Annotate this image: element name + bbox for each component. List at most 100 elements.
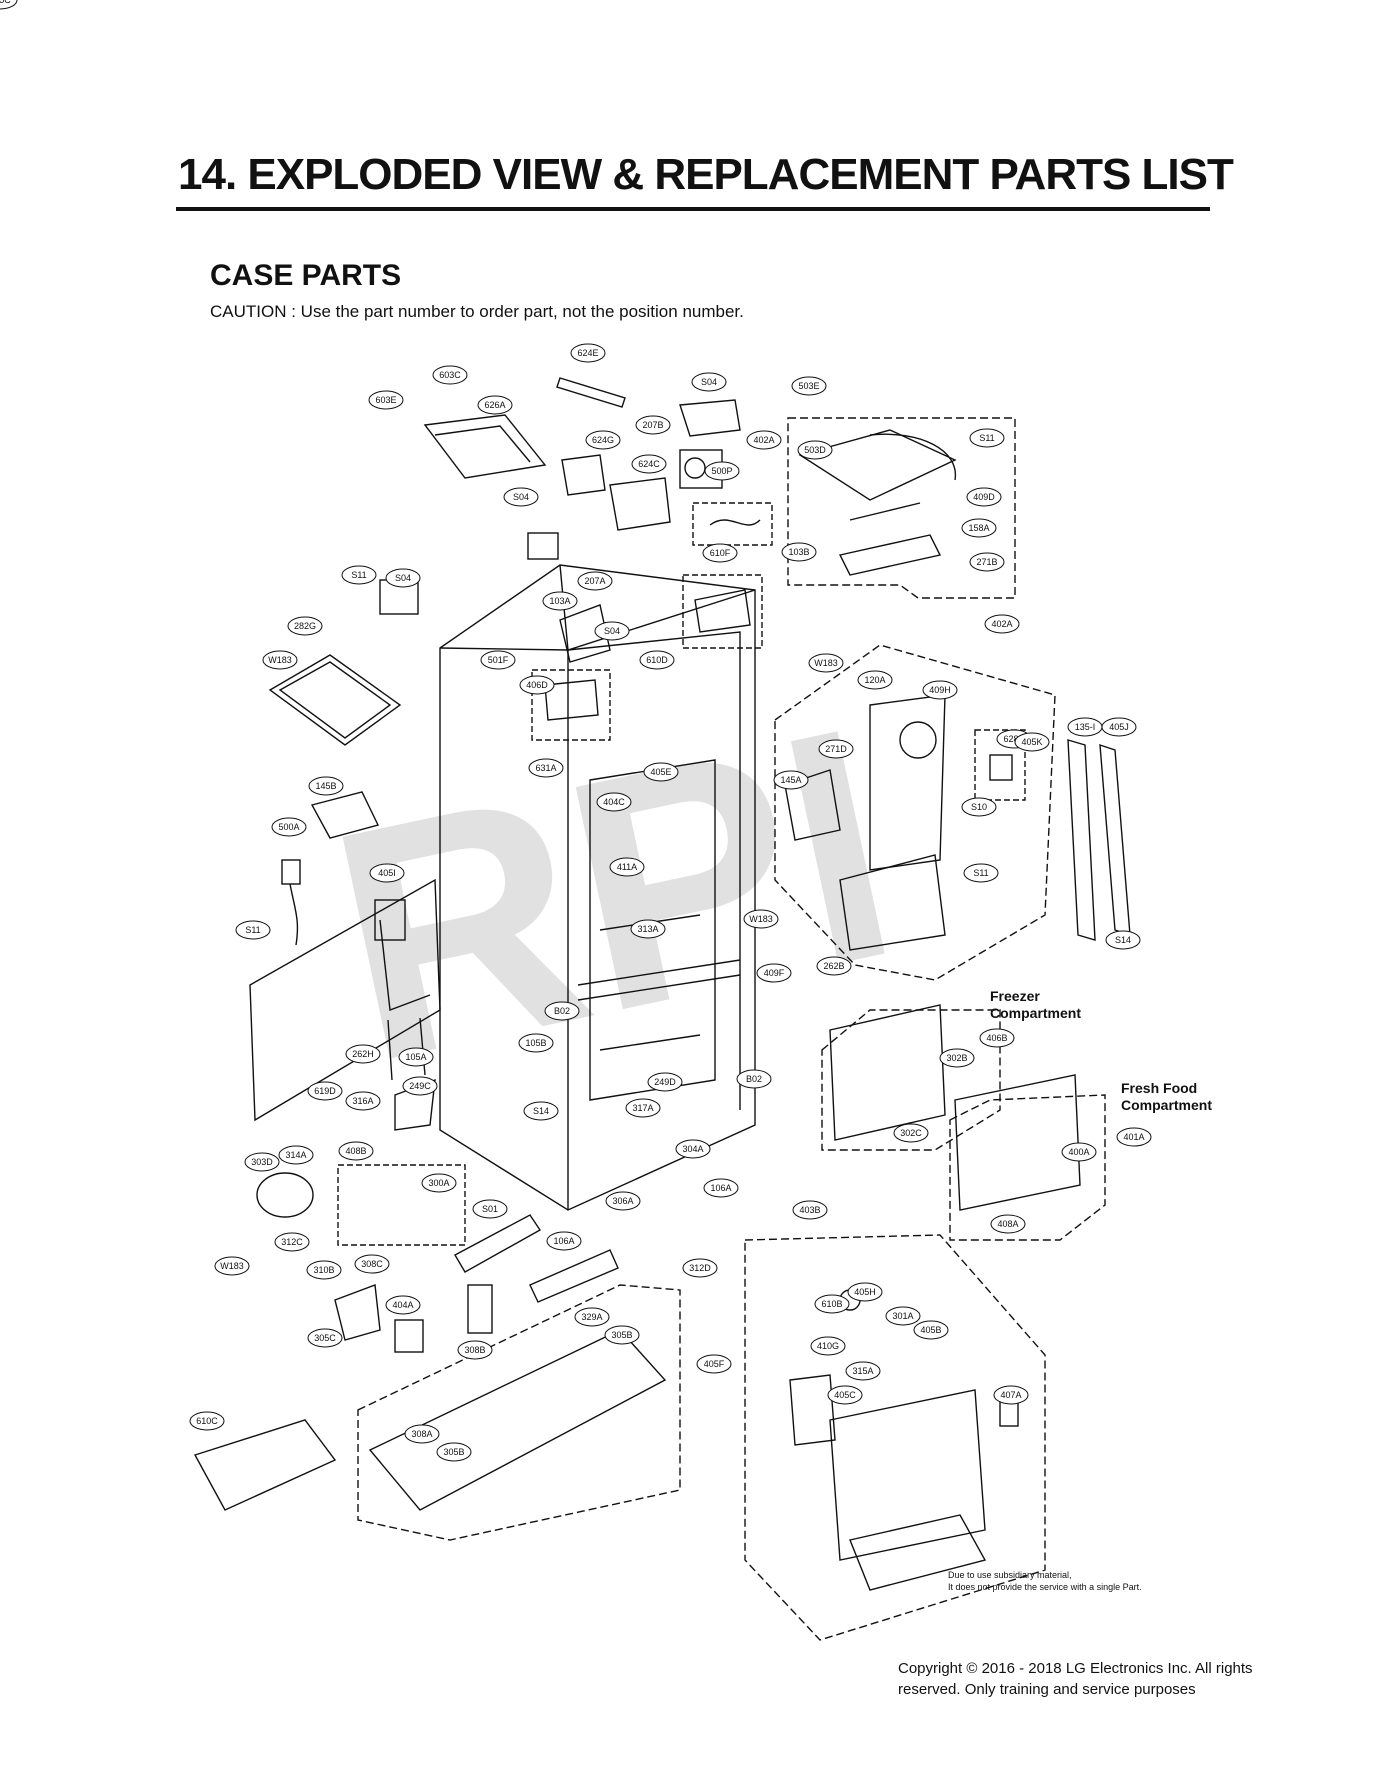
callout-text: 305B: [443, 1447, 464, 1457]
callout-bubble: [345, 1044, 381, 1064]
callout-103a: 103A: [542, 591, 578, 611]
callout-text: 405I: [378, 868, 396, 878]
callout-404a: 404A: [385, 1295, 421, 1315]
callout-text: 404A: [392, 1300, 413, 1310]
callout-610c: 610C: [189, 1411, 225, 1431]
callout-bubble: [984, 614, 1020, 634]
callout-404c: 404C: [596, 792, 632, 812]
callout-bubble: [961, 797, 997, 817]
callout-bubble: [814, 1294, 850, 1314]
callout-bubble: [404, 1424, 440, 1444]
callout-text: W183: [268, 655, 292, 665]
callout-text: 408B: [345, 1146, 366, 1156]
callout-329a: 329A: [574, 1307, 610, 1327]
callout-text: 145B: [315, 781, 336, 791]
callout-text: S04: [604, 626, 620, 636]
callout-text: 271D: [825, 744, 847, 754]
callout-bubble: [436, 1442, 472, 1462]
callout-text: 405F: [704, 1359, 725, 1369]
callout-bubble: [696, 1354, 732, 1374]
callout-text: S04: [513, 492, 529, 502]
callout-b02: B02: [736, 1069, 772, 1089]
callout-text: 409D: [973, 492, 995, 502]
callout-bubble: [604, 1325, 640, 1345]
diagram-artwork: [193, 377, 1131, 1641]
callout-text: 626A: [484, 400, 505, 410]
callout-text: 313A: [637, 924, 658, 934]
callout-text: 628A: [1003, 734, 1024, 744]
callout-619d: 619D: [307, 1081, 343, 1101]
callout-105a: 105A: [398, 1047, 434, 1067]
callout-406d: 406D: [519, 675, 555, 695]
callout-text: 305C: [0, 0, 11, 5]
callout-bubble: [703, 1178, 739, 1198]
callout-282g: 282G: [287, 616, 323, 636]
callout-314a: 314A: [278, 1145, 314, 1165]
callout-text: 120A: [864, 675, 885, 685]
callout-text: S11: [979, 433, 994, 443]
callout-406b: 406B: [979, 1028, 1015, 1048]
callout-s04: S04: [691, 372, 727, 392]
callout-bubble: [596, 792, 632, 812]
callout-text: 603C: [439, 370, 461, 380]
callout-408b: 408B: [338, 1141, 374, 1161]
callout-text: 409H: [929, 685, 951, 695]
callout-bubble: [0, 0, 18, 10]
callout-text: S11: [973, 868, 988, 878]
callout-text: 282G: [294, 621, 316, 631]
callout-bubble: [306, 1260, 342, 1280]
callout-text: 405E: [650, 767, 671, 777]
callout-text: S01: [482, 1204, 498, 1214]
callout-bubble: [1061, 1142, 1097, 1162]
callout-bubble: [893, 1123, 929, 1143]
callout-bubble: [544, 1001, 580, 1021]
callout-301a: 301A: [885, 1306, 921, 1326]
callout-bubble: [993, 1385, 1029, 1405]
callout-249d: 249D: [647, 1072, 683, 1092]
callout-text: 610B: [821, 1299, 842, 1309]
callout-bubble: [432, 365, 468, 385]
callout-text: 619D: [314, 1086, 336, 1096]
callout-text: 310B: [313, 1265, 334, 1275]
callout-bubble: [385, 1295, 421, 1315]
callout-501f: 501F: [480, 650, 516, 670]
callout-bubble: [939, 1048, 975, 1068]
callout-bubble: [792, 1200, 828, 1220]
callout-text: 312D: [689, 1263, 711, 1273]
callout-text: S10: [971, 802, 987, 812]
callout-405f: 405F: [696, 1354, 732, 1374]
callout-405k: 405K: [1014, 732, 1050, 752]
callout-bubble: [235, 920, 271, 940]
callout-text: 624G: [592, 435, 614, 445]
callout-bubble: [746, 430, 782, 450]
callout-106a: 106A: [703, 1178, 739, 1198]
callout-bubble: [979, 1028, 1015, 1048]
callout-bubble: [546, 1231, 582, 1251]
callout-bubble: [577, 571, 613, 591]
callout-bubble: [736, 1069, 772, 1089]
callout-text: 407A: [1000, 1390, 1021, 1400]
callout-text: 405K: [1021, 737, 1042, 747]
callout-text: 106A: [710, 1183, 731, 1193]
callout-610f: 610F: [702, 543, 738, 563]
callout-103b: 103B: [781, 542, 817, 562]
callout-bubble: [528, 758, 564, 778]
callout-text: 106A: [553, 1236, 574, 1246]
callout-401a: 401A: [1116, 1127, 1152, 1147]
callout-407a: 407A: [993, 1385, 1029, 1405]
callout-text: 262B: [823, 961, 844, 971]
callout-text: 401A: [1123, 1132, 1144, 1142]
callout-316a: 316A: [345, 1091, 381, 1111]
callout-s04: S04: [503, 487, 539, 507]
callout-text: 303D: [251, 1157, 273, 1167]
callout-b02: B02: [544, 1001, 580, 1021]
callout-text: 262H: [352, 1049, 374, 1059]
callout-text: 249D: [654, 1077, 676, 1087]
callout-s14: S14: [523, 1101, 559, 1121]
callout-text: 271B: [976, 557, 997, 567]
callout-text: B02: [746, 1074, 762, 1084]
callout-313a: 313A: [630, 919, 666, 939]
callout-s11: S11: [341, 565, 377, 585]
callout-text: 603E: [375, 395, 396, 405]
